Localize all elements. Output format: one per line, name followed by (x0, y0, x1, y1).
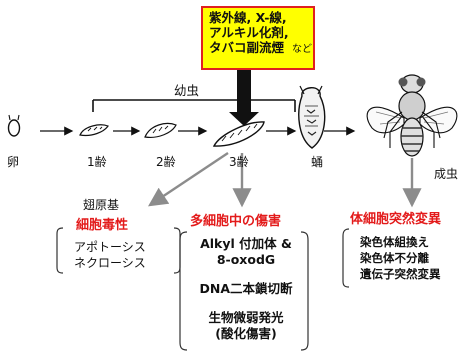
mutagen-line-3-text: タバコ副流煙 (209, 40, 285, 55)
dna-adduct-item: Alkyl 付加体 & (200, 236, 292, 251)
cytotoxicity-list: アポトーシス ネクローシス (74, 239, 146, 271)
instar1-label: 1齢 (87, 155, 107, 169)
mutagen-box: 紫外線, X-線, アルキル化剤, タバコ副流煙など (201, 6, 315, 70)
instar2-label: 2齢 (156, 155, 176, 169)
adult-fly-icon (366, 74, 458, 157)
instar3-label: 3齢 (229, 155, 249, 169)
multicell-damage-title: 多細胞中の傷害 (190, 214, 282, 229)
egg-label: 卵 (7, 155, 20, 169)
oxodg-item: 8-oxodG (216, 252, 276, 267)
cytotoxicity-title: 細胞毒性 (76, 218, 129, 233)
egg-icon (7, 114, 21, 137)
pupa-label: 蛹 (311, 155, 324, 169)
mutagen-line-2: アルキル化剤, (209, 25, 289, 40)
mutagen-line-1: 紫外線, X-線, (209, 10, 287, 25)
somatic-mutation-item: 染色体不分離 (360, 251, 429, 265)
somatic-mutation-list: 染色体組換え 染色体不分離 遺伝子突然変異 (360, 234, 441, 282)
effect-arrows (148, 152, 422, 208)
dsb-item: DNA二本鎖切断 (199, 281, 293, 296)
multicell-damage-list: Alkyl 付加体 & 8-oxodG DNA二本鎖切断 生物微弱発光 (酸化傷… (188, 236, 304, 342)
larva-group-label: 幼虫 (174, 83, 200, 98)
somatic-mutation-title: 体細胞突然変異 (350, 212, 442, 227)
cytotoxicity-item: アポトーシス (74, 240, 146, 254)
larva-instar2-icon (144, 122, 177, 138)
adult-label: 成虫 (434, 167, 459, 181)
mutagen-suffix: など (292, 44, 313, 55)
pupa-icon (298, 85, 326, 149)
biophoton-item: 生物微弱発光 (208, 310, 284, 325)
somatic-mutation-item: 遺伝子突然変異 (360, 267, 441, 281)
larva-instar1-icon (79, 124, 109, 137)
larva-bracket (92, 99, 296, 112)
oxidative-damage-item: (酸化傷害) (215, 326, 277, 341)
larva-instar3-icon (212, 121, 265, 147)
wing-disc-label: 翅原基 (83, 198, 120, 212)
cytotoxicity-item: ネクローシス (74, 256, 146, 270)
multicell-damage-bracket (179, 231, 309, 351)
somatic-mutation-item: 染色体組換え (360, 235, 429, 249)
mutagen-line-3: タバコ副流煙など (209, 40, 313, 57)
somatic-mutation-bracket (342, 228, 350, 288)
exposure-arrow (229, 70, 259, 126)
